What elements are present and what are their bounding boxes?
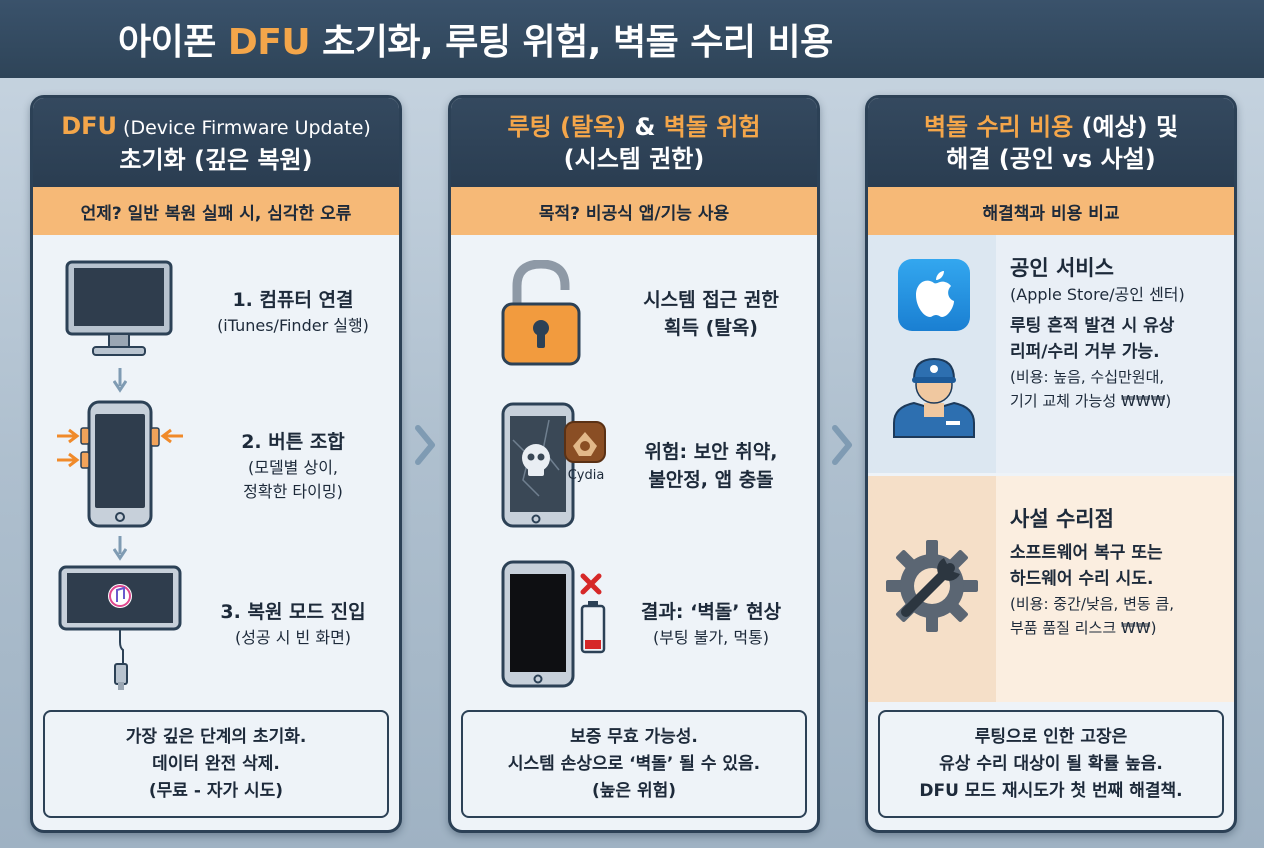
- step-connect: 1. 컴퓨터 연결 (iTunes/Finder 실행): [217, 289, 369, 335]
- panel-dfu: DFU (Device Firmware Update) 초기화 (깊은 복원)…: [30, 95, 402, 833]
- arrow-down-icon: [113, 368, 127, 393]
- step-risk: 위험: 보안 취약, 불안정, 앱 충돌: [644, 441, 778, 491]
- step-root-access: 시스템 접근 권한 획득 (탈옥): [643, 289, 779, 339]
- private-service: 사설 수리점 소프트웨어 복구 또는 하드웨어 수리 시도. (비용: 중간/낮…: [868, 476, 1234, 702]
- apple-icon: [898, 259, 970, 331]
- panel-dfu-subhead: 언제? 일반 복원 실패 시, 심각한 오류: [33, 187, 399, 235]
- step-buttons: 2. 버튼 조합 (모델별 상이, 정확한 타이밍): [241, 431, 345, 501]
- cydia-label: Cydia: [567, 468, 605, 483]
- phone-buttons-icon: [57, 400, 183, 528]
- monitor-icon: [65, 260, 173, 356]
- technician-icon: [893, 357, 975, 438]
- panel-rooting: 루팅 (탈옥) & 벽돌 위험 (시스템 권한) 목적? 비공식 앱/기능 사용…: [448, 95, 820, 833]
- cydia-icon: [564, 421, 606, 463]
- title-bar: 아이폰 DFU 초기화, 루팅 위험, 벽돌 수리 비용: [0, 0, 1264, 78]
- official-service: 공인 서비스 (Apple Store/공인 센터) 루팅 흔적 발견 시 유상…: [868, 235, 1234, 473]
- panel-repair: 벽돌 수리 비용 (예상) 및 해결 (공인 vs 사설) 해결책과 비용 비교: [865, 95, 1237, 833]
- page-title: 아이폰 DFU 초기화, 루팅 위험, 벽돌 수리 비용: [118, 22, 833, 63]
- chevron-right-icon: [415, 425, 435, 465]
- panel-repair-header: 벽돌 수리 비용 (예상) 및 해결 (공인 vs 사설): [868, 98, 1234, 187]
- unlock-icon: [501, 260, 581, 366]
- panel-rooting-header: 루팅 (탈옥) & 벽돌 위험 (시스템 권한): [451, 98, 817, 187]
- panel-repair-footer: 루팅으로 인한 고장은 유상 수리 대상이 될 확률 높음. DFU 모드 재시…: [878, 710, 1224, 818]
- step-result: 결과: ‘벽돌’ 현상 (부팅 불가, 먹통): [640, 601, 782, 647]
- panel-rooting-footer: 보증 무효 가능성. 시스템 손상으로 ‘벽돌’ 될 수 있음. (높은 위험): [461, 710, 807, 818]
- panel-dfu-header: DFU (Device Firmware Update) 초기화 (깊은 복원): [33, 98, 399, 187]
- panel-rooting-subhead: 목적? 비공식 앱/기능 사용: [451, 187, 817, 235]
- tablet-itunes-icon: [58, 565, 182, 690]
- chevron-right-icon: [832, 425, 852, 465]
- step-recovery: 3. 복원 모드 진입 (성공 시 빈 화면): [220, 601, 366, 647]
- panel-repair-subhead: 해결책과 비용 비교: [868, 187, 1234, 235]
- broken-phone-icon: [501, 560, 606, 688]
- gear-wrench-icon: [886, 540, 978, 632]
- arrow-down-icon: [113, 536, 127, 561]
- panel-dfu-footer: 가장 깊은 단계의 초기화. 데이터 완전 삭제. (무료 - 자가 시도): [43, 710, 389, 818]
- skull-phone-icon: [501, 402, 575, 528]
